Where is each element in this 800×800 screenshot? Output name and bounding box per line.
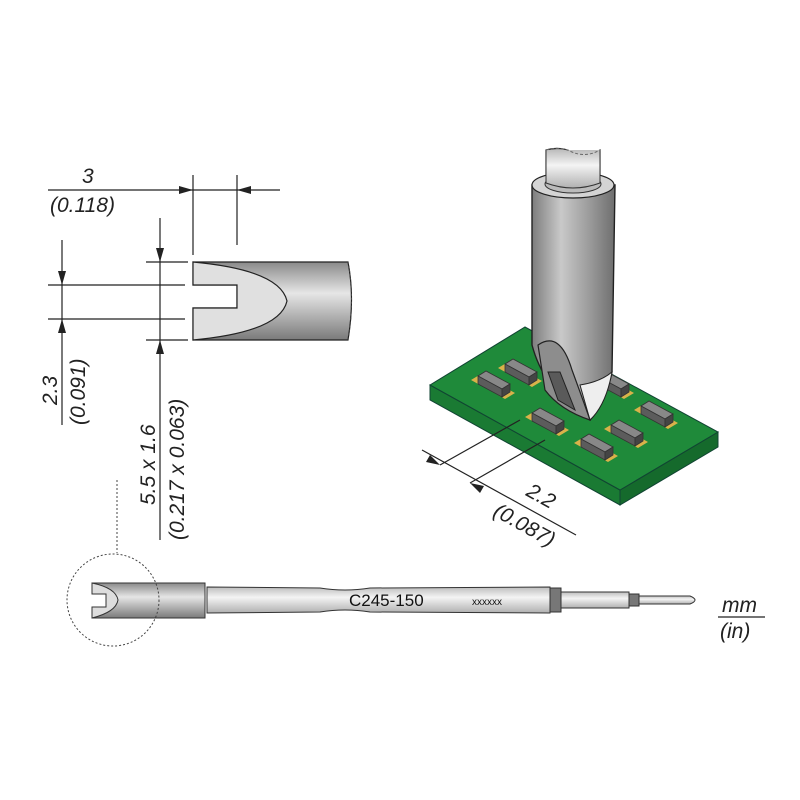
blade-front-view	[192, 261, 353, 341]
cartridge-side-view: C245-150 xxxxxx	[66, 480, 696, 647]
smd-component	[471, 370, 515, 399]
dimension-slot: 2.3 (0.091)	[39, 240, 185, 425]
slot-mm: 2.3	[39, 375, 62, 406]
unit-mm: mm	[722, 594, 757, 617]
width-mm: 3	[82, 165, 94, 188]
slot-in: (0.091)	[67, 358, 90, 425]
width-in: (0.118)	[50, 194, 115, 217]
smd-component	[525, 407, 569, 436]
dimension-width: 3 (0.118)	[48, 165, 280, 255]
smd-component	[574, 433, 618, 462]
smd-component	[498, 358, 542, 387]
dimension-blade: 5.5 x 1.6 (0.217 x 0.063)	[137, 218, 189, 540]
model-label: C245-150	[349, 591, 424, 610]
soldering-tip-3d	[531, 147, 616, 421]
serial-label: xxxxxx	[472, 597, 502, 608]
blade-mm: 5.5 x 1.6	[137, 424, 160, 505]
blade-in: (0.217 x 0.063)	[166, 399, 189, 540]
unit-legend: mm (in)	[718, 594, 765, 643]
smd-component	[604, 419, 648, 448]
unit-in: (in)	[720, 620, 750, 643]
smd-component	[634, 400, 678, 429]
